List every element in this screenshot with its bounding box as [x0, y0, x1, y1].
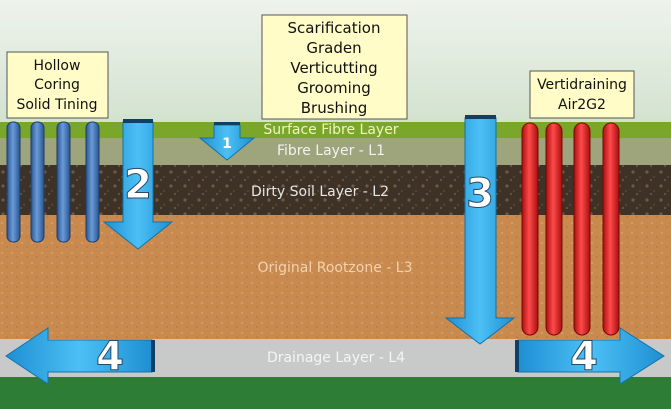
arrow-2-number: 2 — [124, 162, 152, 208]
red-tines — [521, 122, 620, 336]
center-box-line-4: Grooming — [297, 79, 371, 97]
arrow-1: 1 — [198, 122, 256, 161]
vertidraining-box: Vertidraining Air2G2 — [529, 70, 635, 119]
center-box-line-1: Scarification — [288, 19, 381, 37]
arrow-4-right-number: 4 — [570, 334, 598, 380]
surface-fibre-layer-label: Surface Fibre Layer — [263, 122, 398, 138]
bottom-grass-layer — [0, 377, 671, 409]
drainage-layer-label: Drainage Layer - L4 — [267, 350, 405, 366]
fibre-layer-label: Fibre Layer - L1 — [277, 143, 385, 159]
scarification-box: Scarification Graden Verticutting Groomi… — [261, 14, 408, 120]
rootzone-layer-label: Original Rootzone - L3 — [257, 260, 412, 276]
dirty-soil-layer-label: Dirty Soil Layer - L2 — [251, 184, 389, 200]
surface-grass-layer — [0, 122, 671, 138]
blue-tines — [6, 121, 100, 243]
center-box-line-2: Graden — [306, 39, 361, 57]
rootzone-layer — [0, 215, 671, 339]
center-box-line-5: Brushing — [301, 99, 367, 117]
arrow-3: 3 — [444, 115, 516, 345]
center-box-line-3: Verticutting — [290, 59, 377, 77]
right-box-line-2: Air2G2 — [558, 97, 606, 113]
arrow-4-right: 4 — [515, 327, 665, 385]
left-box-line-1: Hollow — [34, 58, 81, 74]
left-box-line-2: Coring — [34, 77, 80, 93]
arrow-4-left-number: 4 — [96, 334, 124, 380]
hollow-coring-box: Hollow Coring Solid Tining — [6, 51, 109, 119]
arrow-3-number: 3 — [466, 171, 494, 217]
arrow-2: 2 — [102, 119, 174, 250]
right-box-line-1: Vertidraining — [537, 77, 627, 93]
left-box-line-3: Solid Tining — [16, 97, 97, 113]
arrow-1-number: 1 — [222, 136, 232, 152]
arrow-4-left: 4 — [5, 327, 155, 385]
